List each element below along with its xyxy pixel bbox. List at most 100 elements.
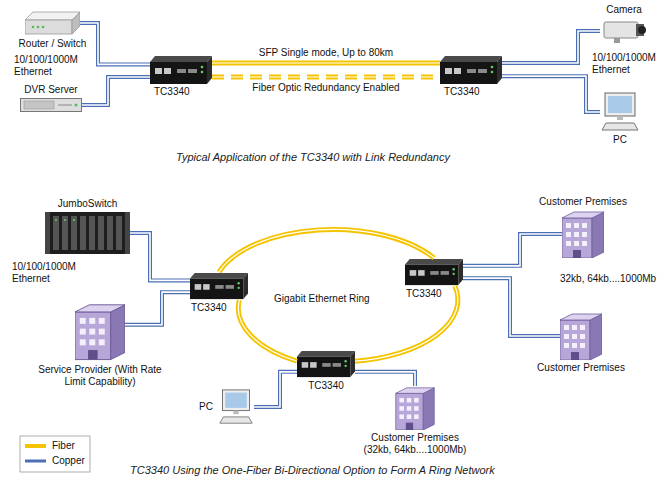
dvr-icon	[21, 99, 82, 112]
figure-caption: TC3340 Using the One-Fiber Bi-Directiona…	[130, 464, 495, 477]
link-stroke	[130, 233, 190, 280]
copper-link	[130, 233, 190, 280]
copper-link	[80, 23, 150, 64]
device-node: TC3340	[405, 258, 463, 286]
device-node: TC3340	[150, 56, 212, 84]
camera-icon	[604, 22, 646, 43]
link-core	[212, 76, 440, 77]
note-label: 10/100/1000M Ethernet	[12, 261, 84, 285]
copper-sample	[25, 460, 46, 463]
legend-box	[20, 436, 90, 472]
pc-icon	[220, 390, 252, 423]
device-node: TC3340	[297, 350, 355, 378]
copper-link	[125, 292, 190, 325]
link-core	[238, 300, 297, 361]
note-label: 32kb, 64kb....1000Mb	[560, 273, 656, 285]
converter-icon	[297, 351, 355, 377]
device-node: Service Provider (With Rate Limit Capabi…	[75, 300, 125, 362]
router-icon	[25, 12, 80, 34]
link-stroke	[463, 234, 562, 266]
device-label: TC3340	[406, 288, 442, 300]
device-node: JumboSwitch	[45, 212, 130, 254]
link-stroke	[502, 76, 600, 112]
link-core	[80, 23, 150, 64]
device-label: DVR Server	[24, 84, 77, 96]
device-label: TC3340	[308, 380, 344, 392]
link-core	[355, 372, 415, 386]
legend-label: Copper	[52, 455, 85, 467]
link-stroke	[80, 23, 150, 64]
device-label: PC	[613, 134, 627, 146]
device-label: PC	[199, 401, 213, 413]
note-label: 10/100/1000M Ethernet	[592, 52, 664, 76]
building-icon	[75, 305, 125, 360]
device-node: Customer Premises (32kb, 64kb....1000Mb)	[395, 386, 435, 430]
link-stroke	[125, 292, 190, 325]
building-icon	[560, 314, 602, 360]
device-label: Customer Premises (32kb, 64kb....1000Mb)	[360, 432, 470, 456]
device-node: PC	[600, 92, 640, 132]
device-label: Router / Switch	[19, 38, 87, 50]
device-label: Camera	[606, 4, 642, 16]
device-node: Customer Premises	[562, 210, 604, 258]
link-label: SFP Single mode, Up to 80km	[257, 47, 395, 59]
device-label: TC3340	[444, 86, 480, 98]
link-core	[463, 234, 562, 266]
note-label: 10/100/1000M Ethernet	[14, 54, 86, 78]
link-stroke	[502, 31, 600, 63]
legend-label: Fiber	[52, 440, 75, 452]
building-icon	[562, 212, 604, 258]
fiber-link	[212, 63, 440, 64]
link-core	[130, 233, 190, 280]
device-node: Camera	[600, 18, 648, 44]
device-label: JumboSwitch	[58, 198, 117, 210]
link-core	[502, 76, 600, 112]
converter-icon	[440, 56, 502, 84]
copper-link	[463, 234, 562, 266]
device-label: Service Provider (With Rate Limit Capabi…	[33, 364, 168, 388]
converter-icon	[150, 56, 212, 84]
link-stroke	[254, 372, 297, 407]
link-label: Fiber Optic Redundancy Enabled	[250, 82, 401, 94]
link-core	[355, 286, 458, 361]
device-label: TC3340	[191, 302, 227, 314]
switch-chassis-icon	[45, 212, 130, 254]
link-core	[502, 31, 600, 63]
device-label: Customer Premises	[537, 362, 625, 374]
copper-link	[463, 278, 560, 336]
link-stroke	[212, 61, 440, 66]
copper-link	[502, 76, 600, 112]
link-core	[254, 372, 297, 407]
link-core	[463, 278, 560, 336]
link-stroke	[463, 278, 560, 336]
device-node: Customer Premises	[560, 312, 602, 360]
device-node: Router / Switch	[25, 10, 80, 36]
link-stroke	[219, 229, 434, 272]
fiber-sample	[25, 444, 46, 448]
fiber-link	[238, 300, 297, 361]
device-node: TC3340	[190, 272, 248, 300]
device-node: TC3340	[440, 56, 502, 84]
link-stroke	[355, 286, 458, 361]
fiber-link	[212, 77, 440, 78]
fiber-link	[355, 286, 458, 361]
device-node: PC	[218, 388, 254, 426]
link-stroke	[238, 300, 297, 361]
device-label: TC3340	[154, 86, 190, 98]
fiber-link	[219, 229, 434, 272]
link-core	[82, 77, 150, 105]
copper-link	[82, 77, 150, 105]
device-node: DVR Server	[20, 98, 82, 112]
link-core	[125, 292, 190, 325]
link-stroke	[212, 75, 440, 80]
link-stroke	[355, 372, 415, 386]
copper-link	[502, 31, 600, 63]
note-label: Gigabit Ethernet Ring	[274, 293, 370, 305]
link-core	[219, 229, 434, 272]
copper-link	[355, 372, 415, 386]
building-icon	[396, 388, 435, 430]
link-core	[212, 62, 440, 63]
